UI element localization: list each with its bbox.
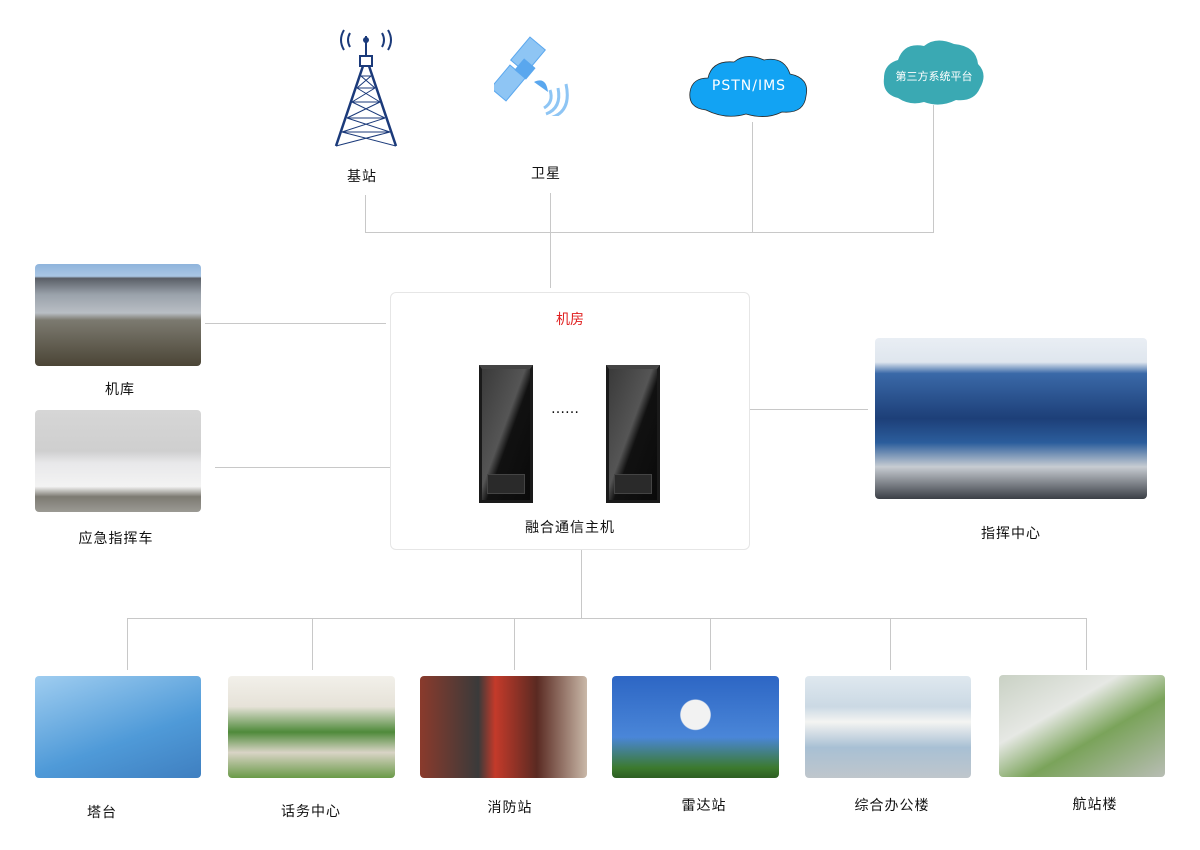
satellite-label: 卫星 [531, 166, 561, 182]
server-room-title: 机房 [556, 312, 584, 328]
terminal-building-photo [999, 675, 1165, 777]
connector-line [550, 193, 551, 288]
fire-station-photo [420, 676, 587, 778]
server-room-box: 机房 …… 融合通信主机 [390, 292, 750, 550]
pstn-label: PSTN/IMS [711, 78, 787, 94]
base-station-label: 基站 [347, 169, 377, 185]
emergency-vehicle-label: 应急指挥车 [78, 531, 154, 547]
satellite-icon [494, 36, 569, 116]
radar-station-photo [612, 676, 779, 778]
pstn-cloud-icon [689, 56, 808, 117]
connector-line [748, 409, 868, 410]
connector-line [710, 618, 711, 670]
command-center-photo [875, 338, 1147, 499]
hangar-label: 机库 [105, 382, 135, 398]
bottom-label-call-center: 话务中心 [281, 804, 341, 820]
server-rack-icon [606, 365, 660, 503]
bottom-label-fire-station: 消防站 [487, 800, 533, 816]
bottom-label-tower: 塔台 [87, 805, 117, 821]
connector-line [514, 618, 515, 670]
connector-line [1086, 618, 1087, 670]
connector-line [365, 195, 366, 232]
connector-line [205, 323, 386, 324]
connector-line [127, 618, 128, 670]
call-center-photo [228, 676, 395, 778]
connector-line [215, 467, 390, 468]
emergency-vehicle-photo [35, 410, 201, 512]
tower-photo [35, 676, 201, 778]
third-party-cloud-icon [883, 40, 984, 105]
cell-tower-icon [334, 29, 398, 147]
command-center-label: 指挥中心 [981, 526, 1041, 542]
bottom-label-terminal: 航站楼 [1072, 797, 1118, 813]
connector-line [933, 105, 934, 232]
server-rack-icon [479, 365, 533, 503]
ellipsis-text: …… [551, 401, 579, 417]
connector-line [752, 122, 753, 232]
third-party-label: 第三方系统平台 [895, 70, 973, 83]
hangar-photo [35, 264, 201, 366]
connector-line [312, 618, 313, 670]
connector-line [127, 618, 1087, 619]
bottom-label-radar-station: 雷达站 [681, 798, 727, 814]
connector-line [890, 618, 891, 670]
host-label: 融合通信主机 [525, 520, 615, 536]
office-building-photo [805, 676, 971, 778]
bottom-label-office-building: 综合办公楼 [854, 798, 930, 814]
connector-line [581, 548, 582, 618]
connector-line [365, 232, 934, 233]
